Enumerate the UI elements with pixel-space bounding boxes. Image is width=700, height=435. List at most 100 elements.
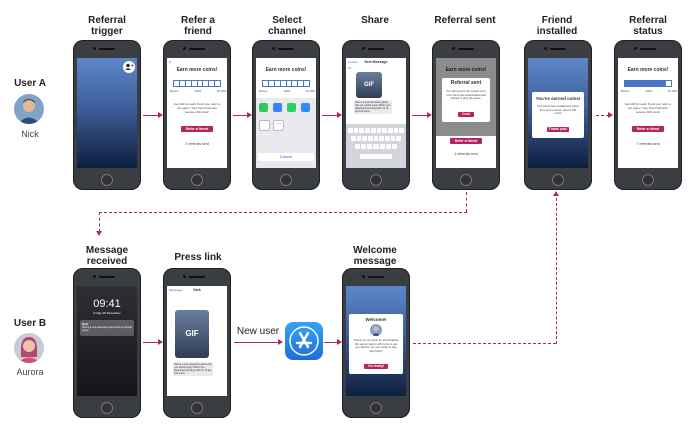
step-title-message-received: Message received [85, 245, 129, 267]
phone-referral-sent: Earn more coins! Refer a friend 1 referr… [432, 40, 500, 190]
arrow-4-5 [412, 115, 428, 116]
arrow-appstore-10-head [337, 339, 342, 345]
refer-a-friend-button[interactable]: Refer a friend [632, 126, 664, 132]
refer-body-text: Get 100 for each friend you refer to our… [624, 102, 672, 114]
cool-button[interactable]: Cool [458, 112, 474, 117]
dashed-line-sent-down [466, 192, 467, 212]
dashed-line-welcome-up [556, 198, 557, 344]
earn-coins-title: Earn more coins! [265, 67, 307, 73]
message-notification[interactable]: Nick Here's a new awesome game that you … [80, 320, 134, 336]
screen-welcome: Welcome! Thank you so much for downloadi… [346, 286, 406, 396]
messages-contact: Nick [193, 288, 201, 292]
earned-coins-dialog: You've earned coins! Your friend has ins… [532, 92, 584, 138]
arrow-8-9 [143, 342, 159, 343]
messages-icon[interactable] [259, 103, 268, 112]
arrow-1-2 [143, 115, 159, 116]
gif-thumbnail: GIF [356, 72, 382, 98]
phone-share: New Message Cancel To: GIF Here's a new … [342, 40, 410, 190]
screen-referral-trigger [77, 58, 137, 168]
screen-friend-installed: You've earned coins! Your friend has ins… [528, 58, 588, 168]
to-field[interactable]: To: [348, 66, 353, 70]
lock-time: 09:41 [93, 298, 121, 310]
arrow-4-5-head [427, 112, 432, 118]
step-title-select-channel: Select channel [268, 15, 306, 37]
arrow-1-2-head [158, 112, 163, 118]
earn-coins-title: Earn more coins! [627, 67, 669, 73]
user-a-avatar [14, 94, 44, 124]
user-b-label: User B [13, 318, 47, 329]
earned-body: Your friend has installed the game from … [536, 104, 580, 115]
new-user-label: New user [236, 326, 280, 337]
step-title-press-link: Press link [174, 252, 222, 263]
dashed-arrow-6-7-head [608, 112, 613, 118]
step-title-referral-trigger: Referral trigger [88, 15, 126, 37]
mail-icon[interactable] [273, 103, 282, 112]
progress-bar-filled [624, 80, 672, 87]
im-ready-button[interactable]: I'm ready! [364, 364, 388, 369]
sender-avatar [370, 324, 382, 336]
refer-a-friend-button[interactable]: Refer a friend [181, 126, 213, 132]
dashed-line-welcome-across [413, 343, 556, 344]
screen-share: New Message Cancel To: GIF Here's a new … [346, 58, 406, 168]
dashed-arrow-to-message-head [96, 231, 102, 236]
user-a-name: Nick [21, 129, 39, 139]
share-sheet: ··· Cancel [256, 98, 316, 168]
arrow-2-3 [233, 115, 248, 116]
app-store-icon [285, 322, 323, 360]
messages-back[interactable]: Messages [169, 288, 183, 292]
phone-friend-installed: You've earned coins! Your friend has ins… [524, 40, 592, 190]
thank-you-button[interactable]: Thank you! [547, 127, 569, 132]
arrow-3-4 [322, 115, 338, 116]
more-icon[interactable]: ··· [273, 120, 284, 131]
dashed-arrow-to-installed-head [553, 191, 559, 196]
step-title-refer-a-friend: Refer a friend [181, 15, 215, 37]
press-link-message[interactable]: Here's a new awesome game that you would… [173, 362, 213, 376]
lock-date: Friday 20 December [93, 311, 121, 315]
welcome-dialog: Welcome! Thank you so much for downloadi… [349, 314, 403, 374]
step-title-share: Share [361, 15, 389, 26]
progress-bar [173, 80, 221, 87]
referrals-count: 1 referrals sent [454, 152, 478, 156]
whatsapp-icon[interactable] [287, 103, 296, 112]
earned-title: You've earned coins! [535, 96, 581, 101]
dashed-line-sent-across [99, 212, 467, 213]
arrow-2-3-head [247, 112, 252, 118]
user-b-avatar [14, 333, 44, 363]
compose-cancel[interactable]: Cancel [348, 60, 358, 64]
refer-a-friend-button[interactable]: Refer a friend [450, 138, 482, 144]
welcome-body: Thank you so much for downloading this g… [353, 338, 399, 353]
user-b-name: Aurora [16, 367, 44, 377]
step-title-referral-sent: Referral sent [434, 15, 496, 26]
earn-coins-title: Earn more coins! [176, 67, 218, 73]
phone-referral-trigger [73, 40, 141, 190]
add-friend-icon[interactable] [123, 61, 135, 73]
phone-message-received: 09:41 Friday 20 December Nick Here's a n… [73, 268, 141, 418]
referral-sent-title: Referral sent [450, 80, 482, 86]
share-cancel-button[interactable]: Cancel [258, 153, 314, 161]
copy-icon[interactable] [259, 120, 270, 131]
phone-press-link: Messages Nick GIF Here's a new awesome g… [163, 268, 231, 418]
screen-referral-sent: Earn more coins! Refer a friend 1 referr… [436, 58, 496, 168]
referrals-count: 0 referrals sent [185, 142, 209, 146]
arrow-9-appstore [234, 342, 279, 343]
step-title-referral-status: Referral status [629, 15, 667, 37]
messenger-icon[interactable] [301, 103, 310, 112]
share-message-text: Here's a new awesome game that you would… [354, 100, 392, 114]
dashed-line-to-message [99, 212, 100, 232]
arrow-9-appstore-head [278, 339, 283, 345]
keyboard[interactable] [346, 124, 406, 168]
dashed-arrow-6-7 [596, 115, 609, 116]
arrow-3-4-head [337, 112, 342, 118]
gif-link-preview[interactable]: GIF [175, 310, 209, 358]
phone-welcome-message: Welcome! Thank you so much for downloadi… [342, 268, 410, 418]
close-icon[interactable]: × [169, 59, 172, 64]
referral-sent-body: You will receive the reward once your fr… [446, 89, 487, 100]
new-message-title: New Message [364, 60, 388, 64]
